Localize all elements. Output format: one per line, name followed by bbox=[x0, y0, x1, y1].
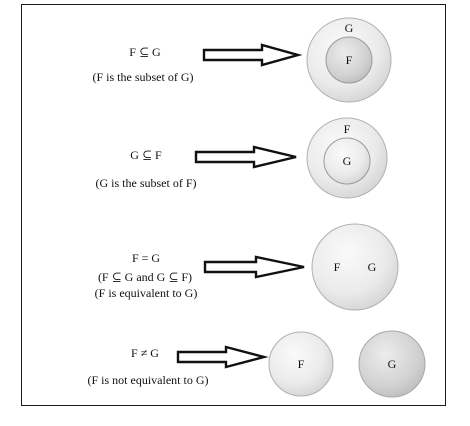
circle-g-separate bbox=[358, 330, 426, 398]
label-f-inner: F bbox=[346, 53, 353, 67]
circle-f-separate bbox=[268, 331, 334, 397]
label-g-outer: G bbox=[345, 21, 354, 35]
caption-g-subset-f: (G is the subset of F) bbox=[95, 176, 197, 190]
relation-f-subset-g: F ⊆ G bbox=[129, 45, 161, 59]
relation-g-subset-f: G ⊆ F bbox=[130, 148, 162, 162]
label-f-outer: F bbox=[344, 122, 351, 136]
arrow-icon-row1 bbox=[202, 43, 303, 67]
label-g-separate: G bbox=[388, 357, 397, 371]
circle-f-inner bbox=[325, 36, 373, 84]
relation-f-equals-g: F = G bbox=[131, 251, 161, 265]
arrow-icon-row2 bbox=[194, 145, 297, 169]
circle-g-inner bbox=[323, 137, 371, 185]
caption-f-equals-g-line2: (F is equivalent to G) bbox=[94, 286, 198, 300]
label-f-equal: F bbox=[334, 260, 341, 274]
circle-f-equals-g bbox=[311, 223, 399, 311]
label-f-separate: F bbox=[298, 357, 305, 371]
relation-f-not-equal-g: F ≠ G bbox=[131, 346, 159, 360]
caption-f-equals-g-line1: (F ⊆ G and G ⊆ F) bbox=[97, 270, 193, 284]
label-g-equal: G bbox=[368, 260, 377, 274]
caption-f-subset-g: (F is the subset of G) bbox=[92, 70, 194, 84]
caption-f-not-equal-g: (F is not equivalent to G) bbox=[87, 373, 209, 387]
arrow-icon-row3 bbox=[203, 255, 305, 279]
label-g-inner: G bbox=[343, 154, 352, 168]
arrow-icon-row4 bbox=[176, 345, 269, 369]
